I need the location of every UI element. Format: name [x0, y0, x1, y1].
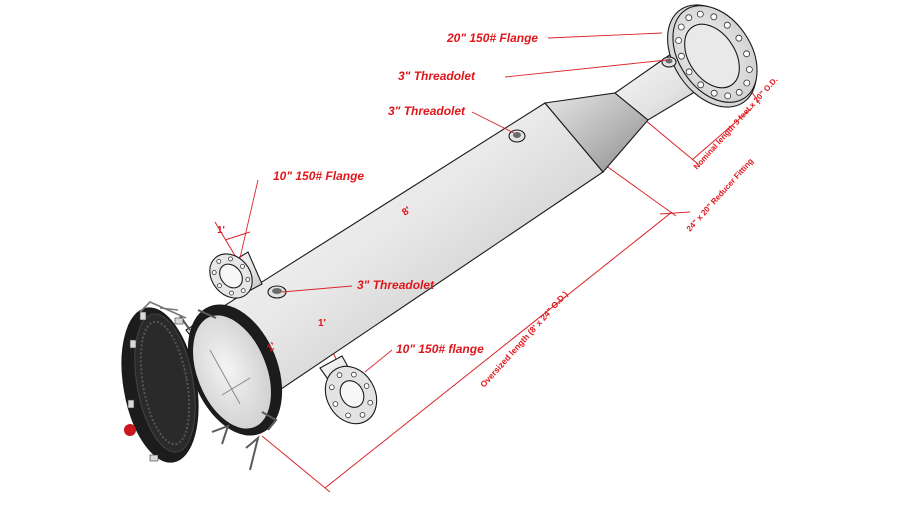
threadolet-body-hole — [513, 132, 521, 138]
bolt-hole — [697, 81, 705, 89]
bolt-hole — [216, 258, 222, 264]
oversized-extension-right — [597, 159, 677, 217]
bolt-hole — [351, 371, 357, 378]
end-closure-detached: 24" — [121, 301, 199, 463]
lower-nozzle-bore — [339, 380, 365, 408]
flange-20in-bolt-holes — [675, 10, 753, 100]
door-inner-face — [134, 313, 196, 453]
leader-flange-20 — [547, 32, 663, 39]
end-closure-handle-bar — [209, 349, 241, 405]
bolt-hole — [685, 68, 693, 76]
end-closure-face — [191, 314, 273, 430]
door-serration — [139, 320, 191, 446]
threadolet-lower-hole — [272, 288, 282, 294]
leader-threadolet-body — [471, 111, 515, 134]
dim-oversized-length: Oversized length (8' x 24" O.D.) — [478, 289, 570, 389]
callout-flange-10-lower: 10" 150# flange — [396, 342, 484, 356]
bolt-hole — [743, 50, 750, 58]
bolt-hole — [229, 290, 234, 296]
leader-flange-10-lower — [364, 349, 393, 373]
bolt-hole — [675, 37, 682, 44]
callouts: 20" 150# Flange 3" Threadolet 3" Threado… — [273, 31, 538, 356]
flange-20in — [667, 4, 758, 108]
bolt-hole — [240, 263, 245, 269]
leader-threadolet-top — [504, 59, 668, 78]
nominal-length-dimline — [691, 107, 753, 161]
lower-nozzle-bolt-holes — [328, 371, 374, 419]
oversized-length-dimline — [324, 211, 673, 489]
callout-flange-20: 20" 150# Flange — [446, 31, 538, 45]
end-closure-attached — [179, 304, 283, 471]
bolt-hole — [710, 13, 718, 21]
bolt-hole — [245, 277, 251, 282]
callout-threadolet-lower: 3" Threadolet — [357, 278, 435, 292]
bolt-hole — [735, 88, 743, 96]
bolt-hole — [685, 14, 693, 22]
bolt-hole — [328, 384, 335, 391]
upper-nozzle-bore — [219, 263, 243, 289]
bolt-hole — [678, 52, 685, 60]
bolt-hole — [696, 10, 704, 18]
bolt-hole — [211, 270, 217, 275]
upper-nozzle-bolt-holes — [211, 256, 251, 296]
bolt-hole — [743, 79, 751, 87]
bolt-hole — [332, 401, 339, 407]
end-cap-mark-label: 24" — [125, 428, 136, 435]
bolt-hole — [735, 34, 743, 42]
lower-nozzle — [319, 355, 378, 425]
leader-threadolet-lower — [281, 285, 353, 293]
flange-20in-bore — [684, 23, 740, 89]
door-hinge-arm — [139, 301, 187, 319]
dim-upper-nozzle-offset: 1' — [217, 225, 225, 236]
bolt-hole — [723, 21, 731, 29]
oversized-extension-left — [261, 435, 331, 493]
callout-leaders — [239, 32, 668, 373]
door-red-marker: 24" — [124, 424, 136, 436]
end-closure-handle-bar-2 — [221, 377, 251, 396]
bolt-hole — [217, 283, 222, 289]
bolt-hole — [228, 256, 233, 262]
bolt-hole — [677, 23, 685, 31]
door-lugs — [127, 311, 184, 462]
bolt-hole — [363, 383, 370, 389]
callout-threadolet-top: 3" Threadolet — [398, 69, 476, 83]
bolt-hole — [336, 372, 343, 378]
bolt-hole — [240, 288, 246, 294]
leader-flange-10-upper — [239, 179, 259, 259]
bolt-hole — [724, 92, 732, 100]
upper-nozzle-offset-tick — [224, 231, 251, 241]
bolt-hole — [359, 412, 366, 418]
bolt-hole — [746, 66, 753, 73]
reducer-dimline — [659, 211, 691, 215]
upper-nozzle — [209, 251, 263, 299]
bolt-hole — [710, 89, 718, 97]
callout-flange-10-upper: 10" 150# Flange — [273, 169, 364, 183]
dim-lower-nozzle-offset: 1' — [318, 318, 326, 329]
bolt-hole — [367, 399, 374, 406]
reducer-extension — [644, 119, 699, 165]
threadolet-top-hole — [665, 58, 673, 64]
callout-threadolet-body: 3" Threadolet — [388, 104, 466, 118]
bolt-hole — [345, 412, 351, 419]
